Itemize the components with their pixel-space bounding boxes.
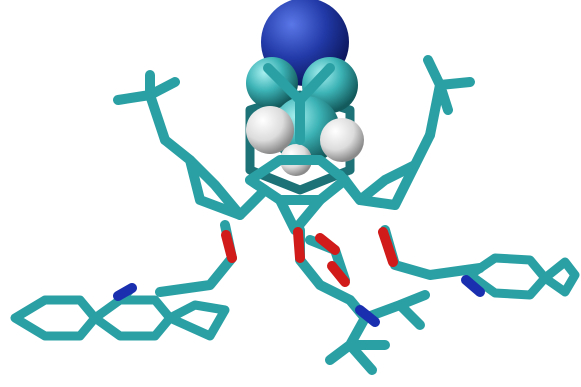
hydrogen-atom-sphere bbox=[246, 106, 294, 154]
guest-molecule-spacefill bbox=[246, 0, 364, 176]
oxygen-bonds bbox=[221, 227, 398, 287]
hydrogen-atom-sphere bbox=[320, 118, 364, 162]
carbon-atom-sphere bbox=[246, 57, 298, 109]
nitrogen-bonds bbox=[113, 275, 485, 327]
calixarene-front-bonds bbox=[113, 55, 485, 375]
right-acridine bbox=[465, 253, 580, 300]
